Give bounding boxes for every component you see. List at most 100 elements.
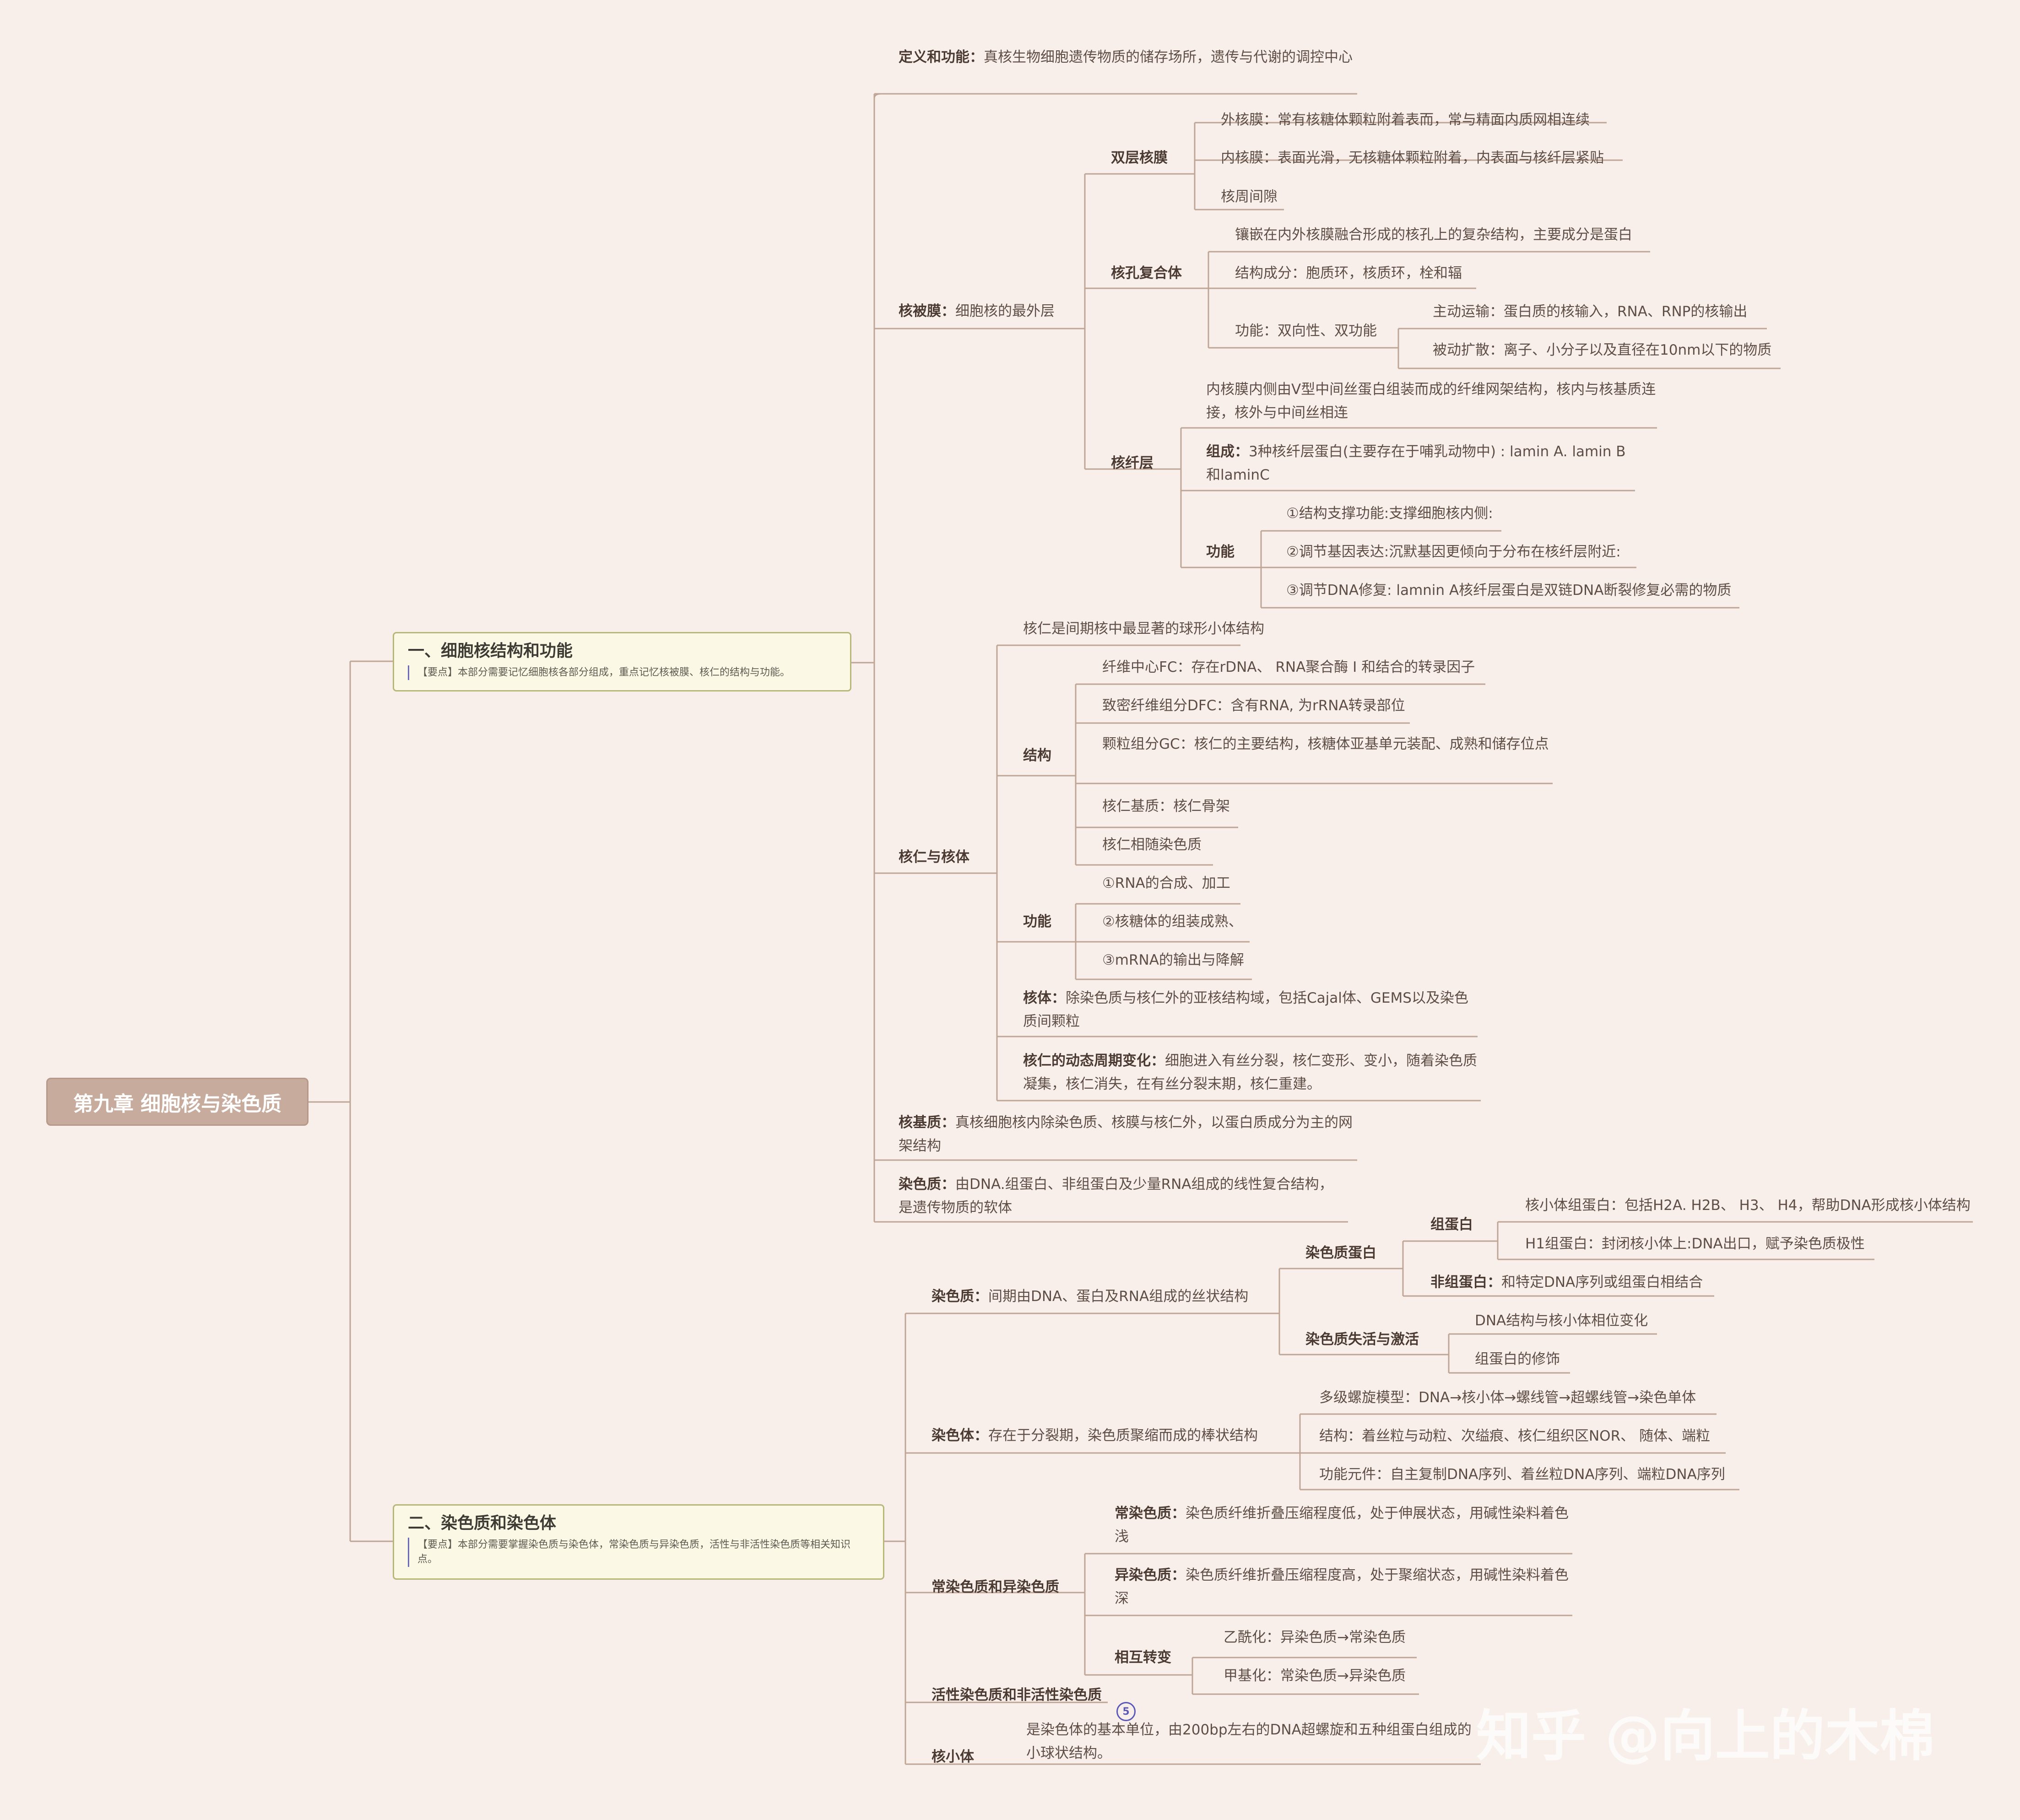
link-n1-underline (873, 93, 882, 99)
node-chromosome-structure[interactable]: 结构：着丝粒与动粒、次缢痕、核仁组织区NOR、 随体、端粒 (1319, 1428, 1710, 1444)
node-nucleolus-structure[interactable]: 结构 (1023, 747, 1051, 764)
node-lamina-function[interactable]: 功能 (1206, 544, 1235, 560)
node-text: 和特定DNA序列或组蛋白相结合 (1501, 1274, 1703, 1291)
node-acetylation[interactable]: 乙酰化：异染色质→常染色质 (1224, 1629, 1406, 1646)
node-dna-nucleosome-phase[interactable]: DNA结构与核小体相位变化 (1475, 1312, 1648, 1329)
node-nuclear-envelope[interactable]: 核被膜：细胞核的最外层 (899, 300, 1055, 323)
node-label: 核体： (1023, 990, 1066, 1006)
node-active-transport[interactable]: 主动运输：蛋白质的核输入，RNA、RNP的核输出 (1433, 303, 1748, 320)
link-n7 (1208, 251, 1650, 349)
node-text: 真核细胞核内除染色质、核膜与核仁外，以蛋白质成分为主的网架结构 (899, 1114, 1353, 1154)
node-lamina-composition[interactable]: 组成：3种核纤层蛋白(主要存在于哺乳动物中) : lamin A. lamin … (1206, 440, 1636, 487)
node-text: 细胞核的最外层 (955, 303, 1055, 319)
node-text: 3种核纤层蛋白(主要存在于哺乳动物中) : lamin A. lamin B和l… (1206, 443, 1626, 483)
node-lamina-description[interactable]: 内核膜内侧由V型中间丝蛋白组装而成的纤维网架结构，核内与核基质连接，核外与中间丝… (1206, 381, 1656, 421)
node-npc-function[interactable]: 功能：双向性、双功能 (1235, 323, 1377, 339)
node-nucleolus-function[interactable]: 功能 (1023, 913, 1051, 930)
node-nuclear-pore-complex[interactable]: 核孔复合体 (1111, 265, 1182, 281)
link-m3 (1497, 1221, 1973, 1260)
node-chromosome[interactable]: 染色体：存在于分裂期，染色质聚缩而成的棒状结构 (931, 1424, 1258, 1447)
link-n20 (996, 644, 1481, 1102)
node-multilevel-coil-model[interactable]: 多级螺旋模型：DNA→核小体→螺线管→超螺线管→染色单体 (1319, 1389, 1696, 1406)
link-n2 (1084, 173, 1208, 470)
node-chromosome-elements[interactable]: 功能元件：自主复制DNA序列、着丝粒DNA序列、端粒DNA序列 (1319, 1466, 1725, 1483)
node-npc-components[interactable]: 结构成分：胞质环，核质环，栓和辐 (1235, 265, 1462, 281)
node-nucleosome[interactable]: 核小体 (931, 1749, 974, 1765)
node-histone-modification[interactable]: 组蛋白的修饰 (1475, 1351, 1560, 1367)
section-note: 【要点】本部分需要掌握染色质与染色体，常染色质与异染色质，活性与非活性染色质等相… (408, 1538, 869, 1567)
link-m1 (1278, 1268, 1449, 1356)
node-granular-component[interactable]: 颗粒组分GC：核仁的主要结构，核糖体亚基单元装配、成熟和储存位点 (1102, 736, 1549, 752)
node-interconversion[interactable]: 相互转变 (1115, 1649, 1171, 1666)
node-perinuclear-space[interactable]: 核周间隙 (1221, 189, 1278, 205)
node-lamina-function-1[interactable]: ①结构支撑功能:支撑细胞核内侧: (1286, 505, 1493, 522)
link-section2 (884, 1312, 1300, 1765)
link-m17 (1191, 1657, 1419, 1695)
node-nucleosome-histones[interactable]: 核小体组蛋白：包括H2A. H2B、 H3、 H4，帮助DNA形成核小体结构 (1525, 1197, 1971, 1214)
node-lamina-function-2[interactable]: ②调节基因表达:沉默基因更倾向于分布在核纤层附近: (1286, 544, 1621, 560)
node-text: 由DNA.组蛋白、非组蛋白及少量RNA组成的线性复合结构，是遗传物质的软体 (899, 1176, 1333, 1216)
node-chromatin-activation[interactable]: 染色质失活与激活 (1305, 1331, 1419, 1348)
node-label: 核被膜： (899, 303, 955, 319)
node-inner-membrane[interactable]: 内核膜：表面光滑，无核糖体颗粒附着，内表面与核纤层紧贴 (1221, 150, 1604, 166)
node-nuclear-body[interactable]: 核体：除染色质与核仁外的亚核结构域，包括Cajal体、GEMS以及染色质间颗粒 (1023, 987, 1481, 1033)
node-dense-fibrillar[interactable]: 致密纤维组分DFC：含有RNA, 为rRNA转录部位 (1102, 697, 1405, 714)
node-text: 存在于分裂期，染色质聚缩而成的棒状结构 (988, 1427, 1258, 1444)
root-topic[interactable]: 第九章 细胞核与染色质 (46, 1078, 309, 1126)
watermark: 知乎 @向上的木棉 (1476, 1705, 1935, 1768)
node-nucleolus-function-1[interactable]: ①RNA的合成、加工 (1102, 875, 1230, 891)
node-nucleosome-description[interactable]: 是染色体的基本单位，由200bp左右的DNA超螺旋和五种组蛋白组成的小球状结构。 (1026, 1722, 1472, 1761)
node-nucleolus-cycle[interactable]: 核仁的动态周期变化：细胞进入有丝分裂，核仁变形、变小，随着染色质凝集，核仁消失，… (1023, 1049, 1481, 1096)
link-n13 (1180, 427, 1657, 568)
link-root (309, 660, 393, 1542)
node-text: 染色质纤维折叠压缩程度低，处于伸展状态，用碱性染料着色浅 (1115, 1505, 1569, 1545)
node-nucleolar-matrix[interactable]: 核仁基质：核仁骨架 (1102, 798, 1230, 815)
node-label: 定义和功能： (899, 49, 984, 65)
node-nucleolus-function-2[interactable]: ②核糖体的组装成熟、 (1102, 913, 1243, 930)
node-nucleolus-function-3[interactable]: ③mRNA的输出与降解 (1102, 952, 1244, 968)
node-fibrillar-center[interactable]: 纤维中心FC：存在rDNA、 RNA聚合酶 I 和结合的转录因子 (1102, 659, 1475, 675)
node-double-membrane[interactable]: 双层核膜 (1111, 150, 1168, 166)
node-passive-diffusion[interactable]: 被动扩散：离子、小分子以及直径在10nm以下的物质 (1433, 342, 1772, 358)
node-histones[interactable]: 组蛋白 (1430, 1216, 1473, 1233)
node-chromatin[interactable]: 染色质：间期由DNA、蛋白及RNA组成的丝状结构 (931, 1285, 1248, 1308)
node-nucleolus-nuclear-bodies[interactable]: 核仁与核体 (899, 849, 969, 865)
node-methylation[interactable]: 甲基化：常染色质→异染色质 (1224, 1668, 1406, 1684)
node-heterochromatin[interactable]: 异染色质：染色质纤维折叠压缩程度高，处于聚缩状态，用碱性染料着色深 (1115, 1564, 1572, 1610)
node-nucleolus-description[interactable]: 核仁是间期核中最显著的球形小体结构 (1023, 621, 1264, 637)
link-m14 (1084, 1553, 1572, 1676)
node-label: 组成： (1206, 443, 1249, 460)
link-n10 (1397, 328, 1781, 369)
node-euchromatin[interactable]: 常染色质：染色质纤维折叠压缩程度低，处于伸展状态，用碱性染料着色浅 (1115, 1502, 1572, 1549)
node-h1-histone[interactable]: H1组蛋白：封闭核小体上:DNA出口，赋予染色质极性 (1525, 1236, 1865, 1252)
node-label: 染色质： (899, 1176, 955, 1193)
node-nucleolus-chromatin[interactable]: 核仁相随染色质 (1102, 837, 1202, 853)
link-n16 (1260, 530, 1739, 609)
node-label: 染色质： (931, 1288, 988, 1305)
node-lamina-function-3[interactable]: ③调节DNA修复: lamnin A核纤层蛋白是双链DNA断裂修复必需的物质 (1286, 582, 1732, 599)
node-chromatin-definition[interactable]: 染色质：由DNA.组蛋白、非组蛋白及少量RNA组成的线性复合结构，是遗传物质的软… (899, 1173, 1347, 1220)
link-m7 (1448, 1333, 1657, 1374)
link-n3 (1194, 122, 1623, 211)
node-nuclear-lamina[interactable]: 核纤层 (1111, 455, 1154, 471)
section-chromatin-chromosome[interactable]: 二、染色质和染色体 【要点】本部分需要掌握染色质与染色体，常染色质与异染色质，活… (393, 1504, 884, 1580)
node-eu-hetero-chromatin[interactable]: 常染色质和异染色质 (931, 1579, 1059, 1595)
node-label: 染色体： (931, 1427, 988, 1444)
node-label: 核基质： (899, 1114, 955, 1131)
node-outer-membrane[interactable]: 外核膜：常有核糖体颗粒附着表而，常与精面内质网相连续 (1221, 112, 1590, 128)
node-label: 异染色质： (1115, 1567, 1186, 1583)
link-n28 (1075, 903, 1252, 980)
node-text: 真核生物细胞遗传物质的储存场所，遗传与代谢的调控中心 (984, 49, 1353, 65)
node-label: 核仁的动态周期变化： (1023, 1053, 1165, 1069)
node-nuclear-matrix[interactable]: 核基质：真核细胞核内除染色质、核膜与核仁外，以蛋白质成分为主的网架结构 (899, 1111, 1356, 1158)
note-count-badge[interactable]: 5 (1116, 1702, 1136, 1721)
node-npc-description[interactable]: 镶嵌在内外核膜融合形成的核孔上的复杂结构，主要成分是蛋白 (1235, 227, 1632, 243)
node-non-histone[interactable]: 非组蛋白：和特定DNA序列或组蛋白相结合 (1430, 1271, 1703, 1294)
section-nucleus-structure[interactable]: 一、细胞核结构和功能 【要点】本部分需要记忆细胞核各部分组成，重点记忆核被膜、核… (393, 632, 851, 691)
node-active-inactive-chromatin[interactable]: 活性染色质和非活性染色质 (931, 1687, 1102, 1703)
node-definition-function[interactable]: 定义和功能：真核生物细胞遗传物质的储存场所，遗传与代谢的调控中心 (899, 46, 1356, 69)
node-label: 非组蛋白： (1430, 1274, 1501, 1291)
node-chromatin-proteins[interactable]: 染色质蛋白 (1305, 1245, 1376, 1261)
